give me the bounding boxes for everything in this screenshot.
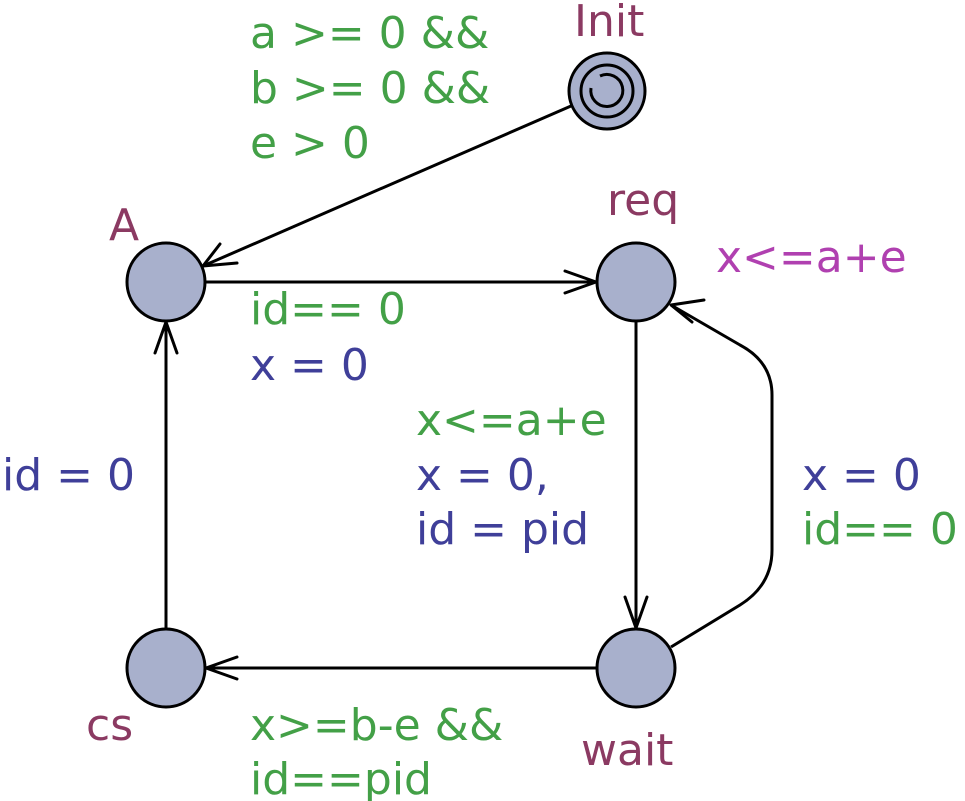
invariant-req: x<=a+e: [716, 232, 907, 283]
location-name-cs: cs: [86, 700, 133, 751]
guard-init-a-line-3: e > 0: [250, 118, 370, 169]
initial-marker-icon: [579, 63, 635, 119]
guard-init-a-line-2: b >= 0 &&: [250, 63, 490, 114]
location-cs[interactable]: [125, 627, 207, 709]
location-req[interactable]: [595, 241, 677, 323]
initial-marker-inner-icon: [589, 72, 625, 108]
location-a[interactable]: [125, 241, 207, 323]
location-wait[interactable]: [595, 627, 677, 709]
edge-req-to-wait[interactable]: [623, 322, 649, 630]
assign-a-req: x = 0: [250, 340, 369, 391]
assign-req-wait-line-1: x = 0,: [416, 450, 549, 501]
guard-req-wait: x<=a+e: [416, 395, 607, 446]
edge-wait-to-req[interactable]: [669, 298, 774, 649]
guard-wait-cs-line-2: id==pid: [250, 754, 432, 801]
edge-cs-to-a[interactable]: [153, 320, 179, 628]
location-name-init: Init: [574, 0, 644, 47]
assign-cs-a: id = 0: [2, 450, 135, 501]
assign-wait-req: x = 0: [802, 450, 921, 501]
location-name-a: A: [109, 200, 139, 251]
guard-wait-cs-line-1: x>=b-e &&: [250, 700, 503, 751]
assign-req-wait-line-2: id = pid: [416, 504, 589, 555]
guard-wait-req: id== 0: [802, 504, 958, 555]
edge-wait-to-cs[interactable]: [204, 655, 596, 681]
location-name-wait: wait: [581, 725, 673, 776]
location-name-req: req: [607, 175, 679, 226]
guard-init-a-line-1: a >= 0 &&: [250, 8, 489, 59]
location-init[interactable]: [567, 51, 647, 131]
guard-a-req: id== 0: [250, 284, 406, 335]
